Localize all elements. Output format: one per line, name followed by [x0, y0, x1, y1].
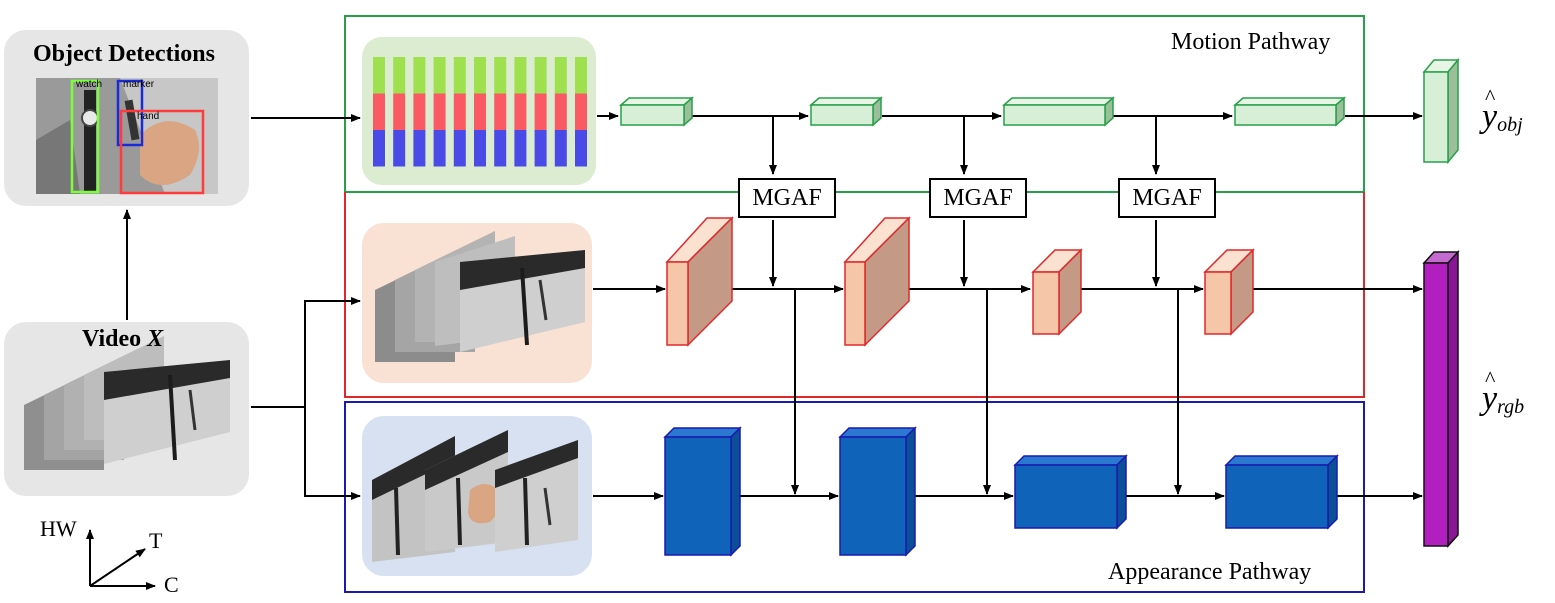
object-feature-bar-segment [433, 57, 446, 94]
rgb-block-2 [843, 216, 911, 347]
appearance-block-2 [838, 426, 917, 557]
object-feature-bar-segment [514, 57, 527, 94]
rgb-block-1 [665, 216, 734, 347]
video-title: Video X [82, 327, 163, 351]
object-feature-bar-segment [575, 130, 587, 167]
object-feature-panel [362, 37, 596, 185]
object-feature-bar-segment [393, 57, 406, 94]
axis-indicator [86, 529, 156, 590]
appearance-frames-panel [362, 416, 592, 576]
rgb-output-subscript: rgb [1497, 396, 1525, 418]
object-feature-bar-segment [433, 130, 446, 167]
object-feature-bar-segment [494, 130, 507, 167]
object-feature-bar-segment [554, 93, 567, 130]
object-feature-bar-segment [534, 93, 547, 130]
mgaf-module-3: MGAF [1118, 178, 1216, 218]
fusion-output-vector [1422, 250, 1460, 548]
rgb-block-3 [1031, 248, 1083, 336]
object-block-3 [1002, 96, 1115, 127]
video-to-appearance-panel-arrow [304, 407, 361, 500]
object-feature-bar-segment [453, 57, 466, 94]
detection-frame-image [36, 78, 218, 195]
object-feature-bar-segment [393, 93, 406, 130]
video-frame-stack [24, 336, 230, 470]
object-feature-bar-segment [474, 93, 486, 130]
object-feature-bar-segment [494, 93, 507, 130]
rgb-output-symbol: y [1482, 368, 1497, 416]
video-title-prefix: Video [82, 326, 148, 352]
rgb-block-4 [1203, 248, 1255, 336]
video-title-variable: X [147, 326, 164, 352]
detection-tag-marker: marker [123, 79, 155, 90]
motion-pathway-label: Motion Pathway [1171, 29, 1331, 55]
appearance-frame-2 [425, 430, 508, 552]
object-output-subscript: obj [1497, 114, 1523, 136]
appearance-block-1 [663, 426, 742, 557]
appearance-block-3 [1013, 454, 1128, 530]
mgaf-module-2: MGAF [929, 178, 1027, 218]
object-feature-bar-segment [474, 130, 486, 167]
mgaf-module-1: MGAF [738, 178, 836, 218]
motion-pathway-frame [344, 15, 1365, 193]
object-feature-bar-segment [514, 130, 527, 167]
appearance-pathway-label: Appearance Pathway [1108, 559, 1312, 585]
detection-tag-hand: hand [137, 111, 160, 122]
appearance-block-4 [1224, 454, 1339, 530]
object-block-2 [809, 96, 883, 127]
object-detections-panel [4, 30, 249, 206]
detection-tag-watch: watch [76, 79, 103, 90]
object-feature-bar-segment [534, 57, 547, 94]
object-feature-bar-segment [413, 130, 426, 167]
object-detections-title: Object Detections [33, 41, 215, 67]
object-feature-bar-segment [554, 57, 567, 94]
object-feature-bar-segment [373, 93, 385, 130]
rgb-pathway-frame [344, 192, 1365, 398]
object-feature-bar-segment [453, 130, 466, 167]
object-feature-bar-segment [534, 130, 547, 167]
object-feature-bar-segment [494, 57, 507, 94]
object-feature-bar-segment [554, 130, 567, 167]
video-panel [4, 322, 249, 496]
object-feature-bar-segment [433, 93, 446, 130]
object-feature-bar-segment [514, 93, 527, 130]
object-feature-bar-segment [373, 57, 385, 94]
object-block-4 [1233, 96, 1346, 127]
rgb-frames-panel [362, 223, 592, 383]
object-block-1 [619, 96, 694, 127]
appearance-frame-3 [495, 440, 578, 552]
object-feature-bar-segment [474, 57, 486, 94]
axis-label-hw: HW [40, 516, 77, 541]
object-feature-bar-segment [413, 57, 426, 94]
object-feature-bar-segment [453, 93, 466, 130]
object-output-vector [1422, 57, 1460, 165]
object-feature-bar-segment [413, 93, 426, 130]
rgb-output-label: yrgb [1482, 368, 1525, 418]
object-output-label: yobj [1482, 86, 1523, 136]
object-output-symbol: y [1482, 86, 1497, 134]
axis-label-c: C [164, 572, 179, 597]
object-feature-bars [373, 57, 587, 167]
axis-label-t: T [149, 528, 163, 553]
object-feature-bar-segment [575, 93, 587, 130]
object-feature-bar-segment [575, 57, 587, 94]
video-to-rgb-panel-arrow [304, 297, 361, 407]
object-feature-bar-segment [373, 130, 385, 167]
object-feature-bar-segment [393, 130, 406, 167]
